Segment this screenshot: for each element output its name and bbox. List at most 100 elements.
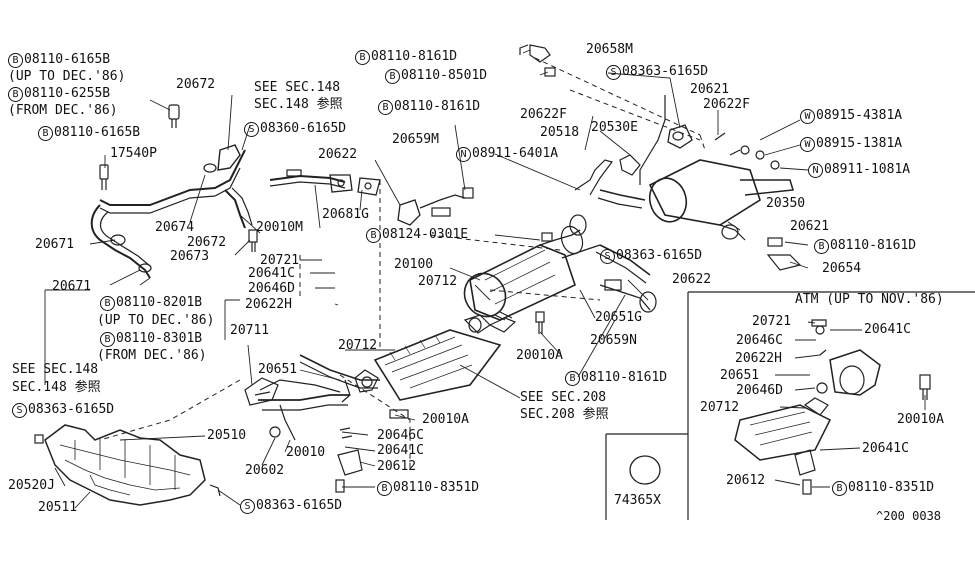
bolt-symbol-icon: B (814, 239, 829, 254)
part-20612-a: 20612 (377, 459, 417, 474)
exhaust-manifold (34, 424, 221, 506)
part-20672-mid: 20672 (187, 235, 227, 250)
nut-symbol-icon: N (456, 147, 471, 162)
part-20602: 20602 (245, 463, 285, 478)
part-20659n: 20659N (590, 333, 637, 348)
bolt-symbol-icon: B (385, 69, 400, 84)
center-resonator-20100 (463, 214, 657, 334)
part-20646c-a: 20646C (377, 428, 424, 443)
part-20651g: 20651G (595, 310, 642, 325)
washer-symbol-icon: W (800, 109, 815, 124)
part-17540p: 17540P (110, 146, 157, 161)
part-20350: 20350 (766, 196, 806, 211)
part-20646c-atm: 20646C (736, 333, 783, 348)
part-20651-a: 20651 (258, 362, 298, 377)
washer-symbol-icon: W (800, 137, 815, 152)
screw-symbol-icon: S (12, 403, 27, 418)
part-20621-mid: 20621 (790, 219, 830, 234)
part-20010a-b: 20010A (422, 412, 469, 427)
sec148-ref-left: SEC.148 参照 (12, 380, 101, 395)
part-20622-mid: 20622 (318, 147, 358, 162)
part-20721-atm: 20721 (752, 314, 792, 329)
nut-symbol-icon: N (808, 163, 823, 178)
part-20612-atm: 20612 (726, 473, 766, 488)
sec208-ref: SEC.208 参照 (520, 407, 609, 422)
part-20712-a: 20712 (418, 274, 458, 289)
bolt-symbol-icon: B (38, 126, 53, 141)
bolt-symbol-icon: B (8, 87, 23, 102)
part-20658m: 20658M (586, 42, 633, 57)
part-20671-a: 20671 (35, 237, 75, 252)
part-20646d-atm: 20646D (736, 383, 783, 398)
part-20530e: 20530E (591, 120, 638, 135)
part-20010a-a: 20010A (516, 348, 563, 363)
note-up-to-dec86-b: (UP TO DEC.'86) (97, 313, 215, 328)
part-20641c-b: 20641C (377, 443, 424, 458)
atm-section-header: ATM (UP TO NOV.'86) (795, 292, 944, 307)
sec148-ref-top: SEC.148 参照 (254, 97, 343, 112)
part-20673: 20673 (170, 249, 210, 264)
part-20654: 20654 (822, 261, 862, 276)
part-20681g: 20681G (322, 207, 369, 222)
screw-symbol-icon: S (600, 249, 615, 264)
part-20518: 20518 (540, 125, 580, 140)
part-20712-b: 20712 (338, 338, 378, 353)
screw-symbol-icon: S (244, 122, 259, 137)
part-20010m: 20010M (256, 220, 303, 235)
callout-leader-lines (44, 49, 926, 509)
part-20511: 20511 (38, 500, 78, 515)
part-20622f-right: 20622F (703, 97, 750, 112)
bolt-symbol-icon: B (8, 53, 23, 68)
part-20622-right: 20622 (672, 272, 712, 287)
bolt-symbol-icon: B (100, 332, 115, 347)
bolt-symbol-icon: B (355, 50, 370, 65)
bolt-symbol-icon: B (565, 371, 580, 386)
part-20651-atm: 20651 (720, 368, 760, 383)
part-20100: 20100 (394, 257, 434, 272)
front-pipe-20010m (269, 169, 474, 226)
screw-symbol-icon: S (240, 499, 255, 514)
note-up-to-dec86-a: (UP TO DEC.'86) (8, 69, 126, 84)
note-from-dec86-b: (FROM DEC.'86) (97, 348, 207, 363)
bolt-symbol-icon: B (378, 100, 393, 115)
atm-inset-frame (605, 291, 975, 520)
part-20711: 20711 (230, 323, 270, 338)
part-20659m: 20659M (392, 132, 439, 147)
bolt-symbol-icon: B (100, 296, 115, 311)
atm-inset-parts (629, 319, 931, 495)
part-20010a-atm: 20010A (897, 412, 944, 427)
part-20622h-a: 20622H (245, 297, 292, 312)
part-20622f-left: 20622F (520, 107, 567, 122)
part-20646d-a: 20646D (248, 281, 295, 296)
part-20510: 20510 (207, 428, 247, 443)
part-20520j: 20520J (8, 478, 55, 493)
part-20641c-a: 20641C (248, 266, 295, 281)
see-sec148-top: SEE SEC.148 (254, 80, 341, 95)
note-from-dec86-a: (FROM DEC.'86) (8, 103, 118, 118)
see-sec208: SEE SEC.208 (520, 390, 607, 405)
rear-muffler-20350 (519, 44, 802, 271)
part-20641c-atm-b: 20641C (862, 441, 909, 456)
part-20672-top: 20672 (176, 77, 216, 92)
